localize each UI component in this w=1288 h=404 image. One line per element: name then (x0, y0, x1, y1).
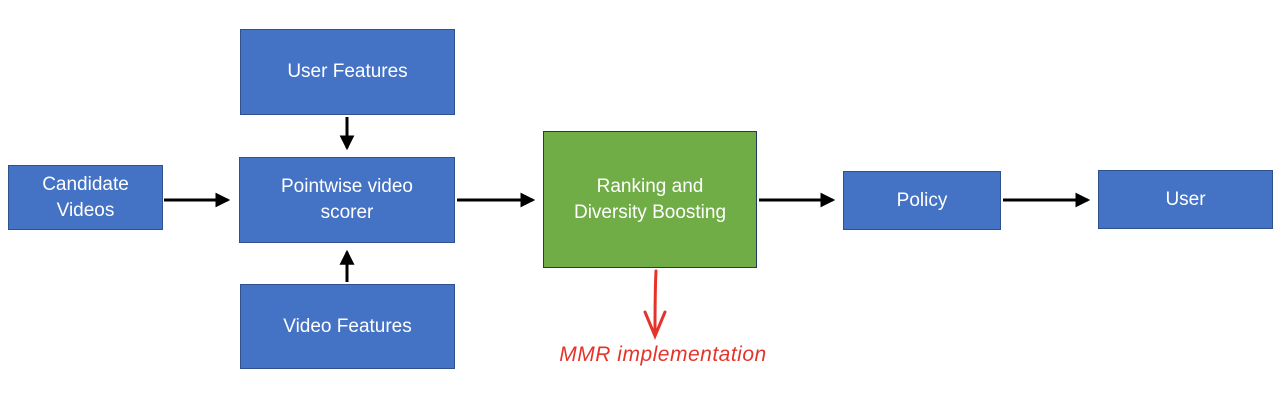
node-ranking-diversity-boosting: Ranking and Diversity Boosting (543, 131, 757, 268)
node-candidate-videos: Candidate Videos (8, 165, 163, 230)
red-annotation-arrow-icon (643, 269, 667, 340)
node-ranking-diversity-boosting-label: Ranking and Diversity Boosting (573, 175, 727, 223)
node-pointwise-video-scorer: Pointwise video scorer (239, 157, 455, 243)
node-pointwise-video-scorer-label: Pointwise video scorer (280, 176, 414, 223)
node-user-features: User Features (240, 29, 455, 115)
node-user-label: User (1165, 188, 1206, 210)
node-user: User (1098, 170, 1273, 229)
node-policy: Policy (843, 171, 1001, 230)
node-video-features-label: Video Features (283, 315, 412, 337)
node-candidate-videos-label: Candidate Videos (42, 173, 129, 221)
node-policy-label: Policy (896, 189, 948, 211)
node-video-features: Video Features (240, 284, 455, 369)
node-user-features-label: User Features (287, 61, 408, 83)
mmr-annotation: MMR implementation (559, 343, 767, 366)
